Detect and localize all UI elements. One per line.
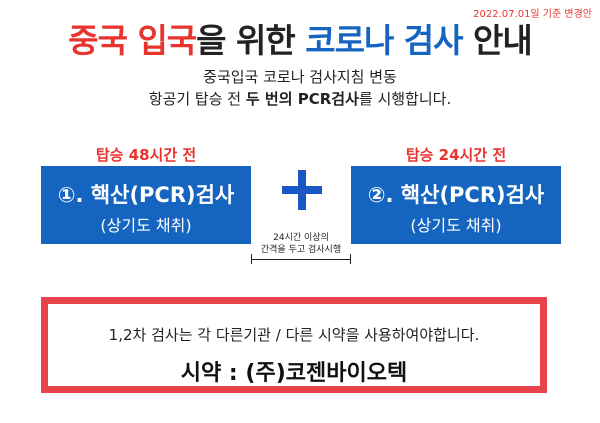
step2-title: ②. 핵산(PCR)검사 <box>367 183 545 207</box>
notice-reagent: 시약 : (주)코젠바이오텍 <box>180 361 408 386</box>
date-note: 2022.07.01일 기준 변경안 <box>473 9 592 20</box>
notice-line1: 1,2차 검사는 각 다른기관 / 다른 시약을 사용하여야합니다. <box>108 326 480 344</box>
subtitle-line2-prefix: 항공기 탑승 전 <box>148 90 246 108</box>
gap-note: 24시간 이상의 간격을 두고 검사시행 <box>250 232 352 256</box>
step1-timing: 탑승 48시간 전 <box>95 146 197 164</box>
title-part-china-entry: 중국 입국 <box>68 21 197 60</box>
page-title: 중국 입국을 위한 코로나 검사 안내 <box>0 14 600 62</box>
step2-box: ②. 핵산(PCR)검사 (상기도 채취) <box>351 166 561 244</box>
title-part-guide: 안내 <box>462 21 533 60</box>
gap-note-line1: 24시간 이상의 <box>273 233 329 243</box>
subtitle-line2-suffix: 를 시행합니다. <box>358 90 452 108</box>
subtitle-line1: 중국입국 코로나 검사지침 변동 <box>203 68 397 86</box>
step2-timing: 탑승 24시간 전 <box>405 146 507 164</box>
title-part-for: 을 위한 <box>196 21 306 60</box>
subtitle-line2-bold: 두 번의 PCR검사 <box>245 90 359 108</box>
step1-subtitle: (상기도 채취) <box>100 216 192 235</box>
interval-bracket <box>251 254 351 264</box>
gap-note-line2: 간격을 두고 검사시행 <box>260 245 342 255</box>
step2-subtitle: (상기도 채취) <box>410 216 502 235</box>
subtitle-line2: 항공기 탑승 전 두 번의 PCR검사를 시행합니다. <box>0 88 600 109</box>
step1-box: ①. 핵산(PCR)검사 (상기도 채취) <box>41 166 251 244</box>
plus-icon <box>282 170 322 210</box>
title-part-covid-test: 코로나 검사 <box>305 21 463 60</box>
notice-box: 1,2차 검사는 각 다른기관 / 다른 시약을 사용하여야합니다. 시약 : … <box>41 297 547 393</box>
step1-title: ①. 핵산(PCR)검사 <box>57 183 235 207</box>
